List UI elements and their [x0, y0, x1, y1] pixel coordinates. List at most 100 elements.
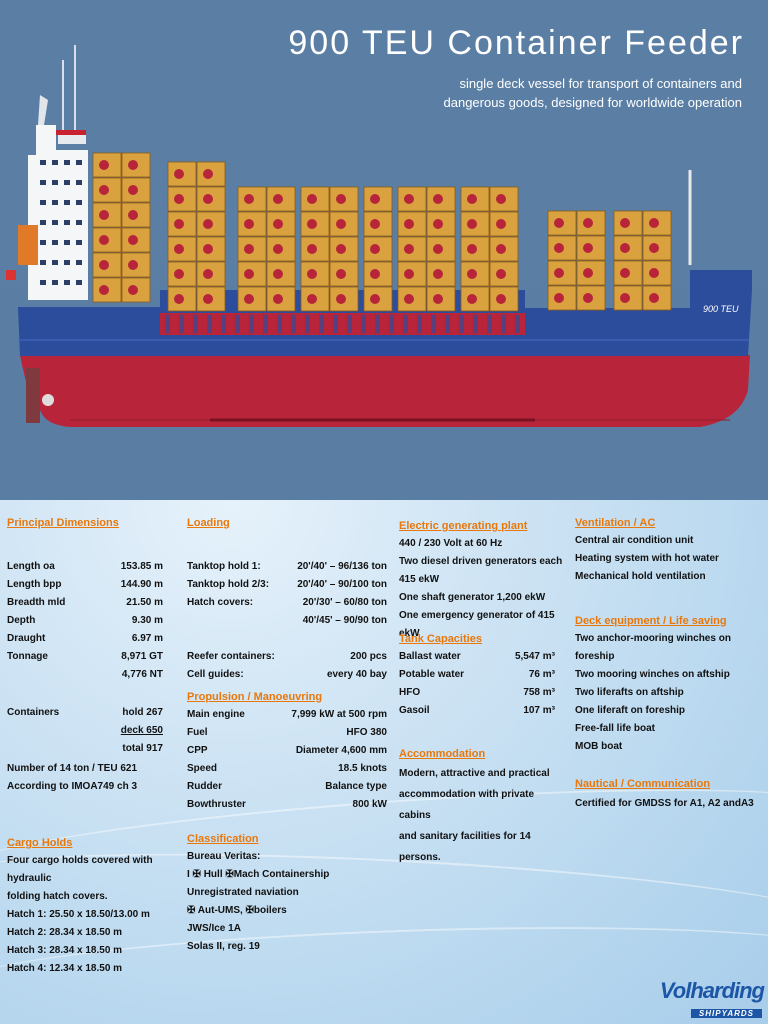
container-logo-icon	[583, 243, 593, 253]
classification-line: ✠ Aut-UMS, ✠boilers	[187, 905, 287, 916]
container-box	[167, 286, 197, 312]
cargo-line: folding hatch covers.	[7, 891, 108, 902]
principal-heading: Principal Dimensions	[7, 517, 119, 529]
loading-heading: Loading	[187, 517, 230, 529]
deck-equipment-section: Deck equipment / Life saving Two anchor-…	[575, 612, 765, 756]
window	[64, 240, 70, 245]
deck-line: Two liferafts on aftship	[575, 687, 684, 698]
container-logo-icon	[370, 219, 380, 229]
container-logo-icon	[496, 219, 506, 229]
container-logo-icon	[496, 294, 506, 304]
window	[76, 220, 82, 225]
container-logo-icon	[404, 219, 414, 229]
container-logo-icon	[307, 219, 317, 229]
container-logo-icon	[649, 218, 659, 228]
container-logo-icon	[433, 219, 443, 229]
loading-row: 40'/45' – 90/90 ton	[187, 612, 387, 630]
container-logo-icon	[496, 194, 506, 204]
rail-post	[501, 315, 506, 333]
window	[64, 160, 70, 165]
tank-row-value: 5,547 m³	[514, 651, 555, 662]
container-box	[363, 236, 393, 262]
container-logo-icon	[467, 194, 477, 204]
container-logo-icon	[554, 243, 564, 253]
rail-post	[291, 315, 296, 333]
tank-row-label: HFO	[399, 687, 421, 698]
teu-14ton-line: Number of 14 ton / TEU 621	[7, 763, 138, 774]
container-logo-icon	[370, 194, 380, 204]
tanks-heading: Tank Capacities	[399, 633, 482, 645]
principal-row-label: Tonnage	[7, 651, 48, 662]
container-logo-icon	[404, 194, 414, 204]
window	[64, 180, 70, 185]
logo-subtitle: SHIPYARDS	[690, 1009, 762, 1018]
container-logo-icon	[273, 219, 283, 229]
accommodation-section: Accommodation Modern, attractive and pra…	[399, 745, 563, 868]
container-stacks	[92, 152, 672, 312]
window	[64, 200, 70, 205]
container-logo-icon	[99, 260, 109, 270]
container-logo-icon	[404, 269, 414, 279]
loading-row: Tanktop hold 2/3:20'/40' – 90/100 ton	[187, 576, 387, 594]
container-logo-icon	[244, 194, 254, 204]
container-logo-icon	[433, 269, 443, 279]
propulsion-row-value: 18.5 knots	[338, 763, 387, 774]
deck-rail	[165, 315, 520, 333]
ventilation-line: Central air condition unit	[575, 535, 694, 546]
container-logo-icon	[583, 218, 593, 228]
container-logo-icon	[99, 185, 109, 195]
electric-line: One emergency generator of 415 ekW	[399, 610, 555, 639]
container-logo-icon	[273, 269, 283, 279]
tank-row-label: Potable water	[399, 669, 465, 680]
principal-row-value: 6.97 m	[131, 633, 163, 644]
page-subtitle: single deck vessel for transport of cont…	[444, 74, 742, 112]
window	[52, 260, 58, 265]
container-logo-icon	[128, 260, 138, 270]
hatch-line: Hatch 1: 25.50 x 18.50/13.00 m	[7, 909, 150, 920]
container-box	[397, 186, 427, 212]
container-logo-icon	[307, 269, 317, 279]
page-title: 900 TEU Container Feeder	[288, 24, 744, 62]
window	[52, 220, 58, 225]
container-logo-icon	[370, 244, 380, 254]
window	[40, 260, 46, 265]
electric-line: One shaft generator 1,200 ekW	[399, 592, 546, 603]
container-logo-icon	[554, 218, 564, 228]
container-logo-icon	[244, 244, 254, 254]
container-logo-icon	[244, 219, 254, 229]
container-logo-icon	[273, 194, 283, 204]
electric-section: Electric generating plant 440 / 230 Volt…	[399, 517, 563, 643]
nautical-heading: Nautical / Communication	[575, 778, 711, 790]
window	[52, 160, 58, 165]
container-logo-icon	[649, 268, 659, 278]
deck-line: One liferaft on foreship	[575, 705, 686, 716]
container-box	[196, 186, 226, 212]
window	[40, 200, 46, 205]
loading-row-value: 200 pcs	[350, 651, 387, 662]
loading-row: Tanktop hold 1:20'/40' – 96/136 ton	[187, 558, 387, 576]
container-logo-icon	[336, 294, 346, 304]
rail-post	[263, 315, 268, 333]
classification-line: I ✠ Hull ✠Mach Containership	[187, 869, 330, 880]
cargo-holds-section: Cargo Holds Four cargo holds covered wit…	[7, 834, 172, 978]
containers-row: Containers hold 267	[7, 704, 163, 722]
rail-post	[305, 315, 310, 333]
container-logo-icon	[336, 269, 346, 279]
rail-post	[375, 315, 380, 333]
rail-post	[459, 315, 464, 333]
hatch-line: Hatch 3: 28.34 x 18.50 m	[7, 945, 123, 956]
container-box	[266, 286, 296, 312]
container-logo-icon	[620, 293, 630, 303]
accommodation-heading: Accommodation	[399, 748, 486, 760]
hull-marking: 900 TEU	[703, 304, 739, 314]
container-logo-icon	[174, 194, 184, 204]
